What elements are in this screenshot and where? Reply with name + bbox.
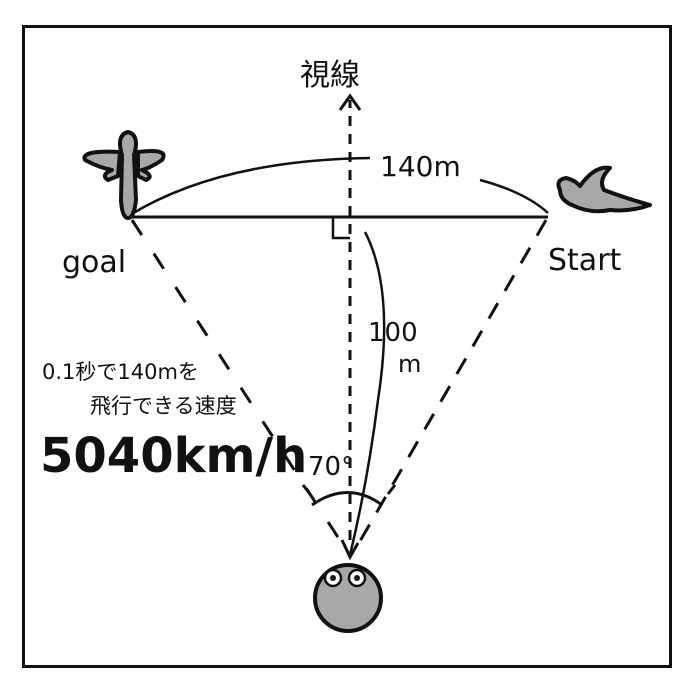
- note-line-1: 0.1秒で140mを: [42, 360, 199, 384]
- angle-arc: [311, 491, 383, 507]
- observer-face-icon: [313, 563, 383, 633]
- panel-frame: [22, 25, 672, 668]
- distance-arc-right: [479, 178, 549, 214]
- right-angle-mark: [331, 217, 350, 240]
- perp-distance-unit: m: [398, 350, 422, 378]
- distance-label: 140m: [380, 150, 461, 183]
- arrowhead-down-icon: [340, 539, 360, 561]
- line-of-sight-label: 視線: [300, 58, 360, 93]
- bird-icon: [556, 165, 652, 214]
- perpendicular-distance-arrow: [348, 231, 386, 556]
- distance-arc: [129, 156, 371, 217]
- angel-icon: [82, 130, 166, 220]
- start-label: Start: [548, 243, 622, 278]
- start-sight-line: [354, 219, 548, 549]
- angle-tick: [386, 484, 397, 495]
- angle-tick: [301, 484, 312, 495]
- arrowhead-up-icon: [338, 93, 362, 111]
- goal-label: goal: [62, 245, 127, 280]
- speed-label: 5040km/h: [40, 428, 308, 484]
- angle-label: 70°: [308, 452, 355, 482]
- perp-distance-value: 100: [368, 318, 418, 348]
- note-line-2: 飛行できる速度: [90, 394, 237, 418]
